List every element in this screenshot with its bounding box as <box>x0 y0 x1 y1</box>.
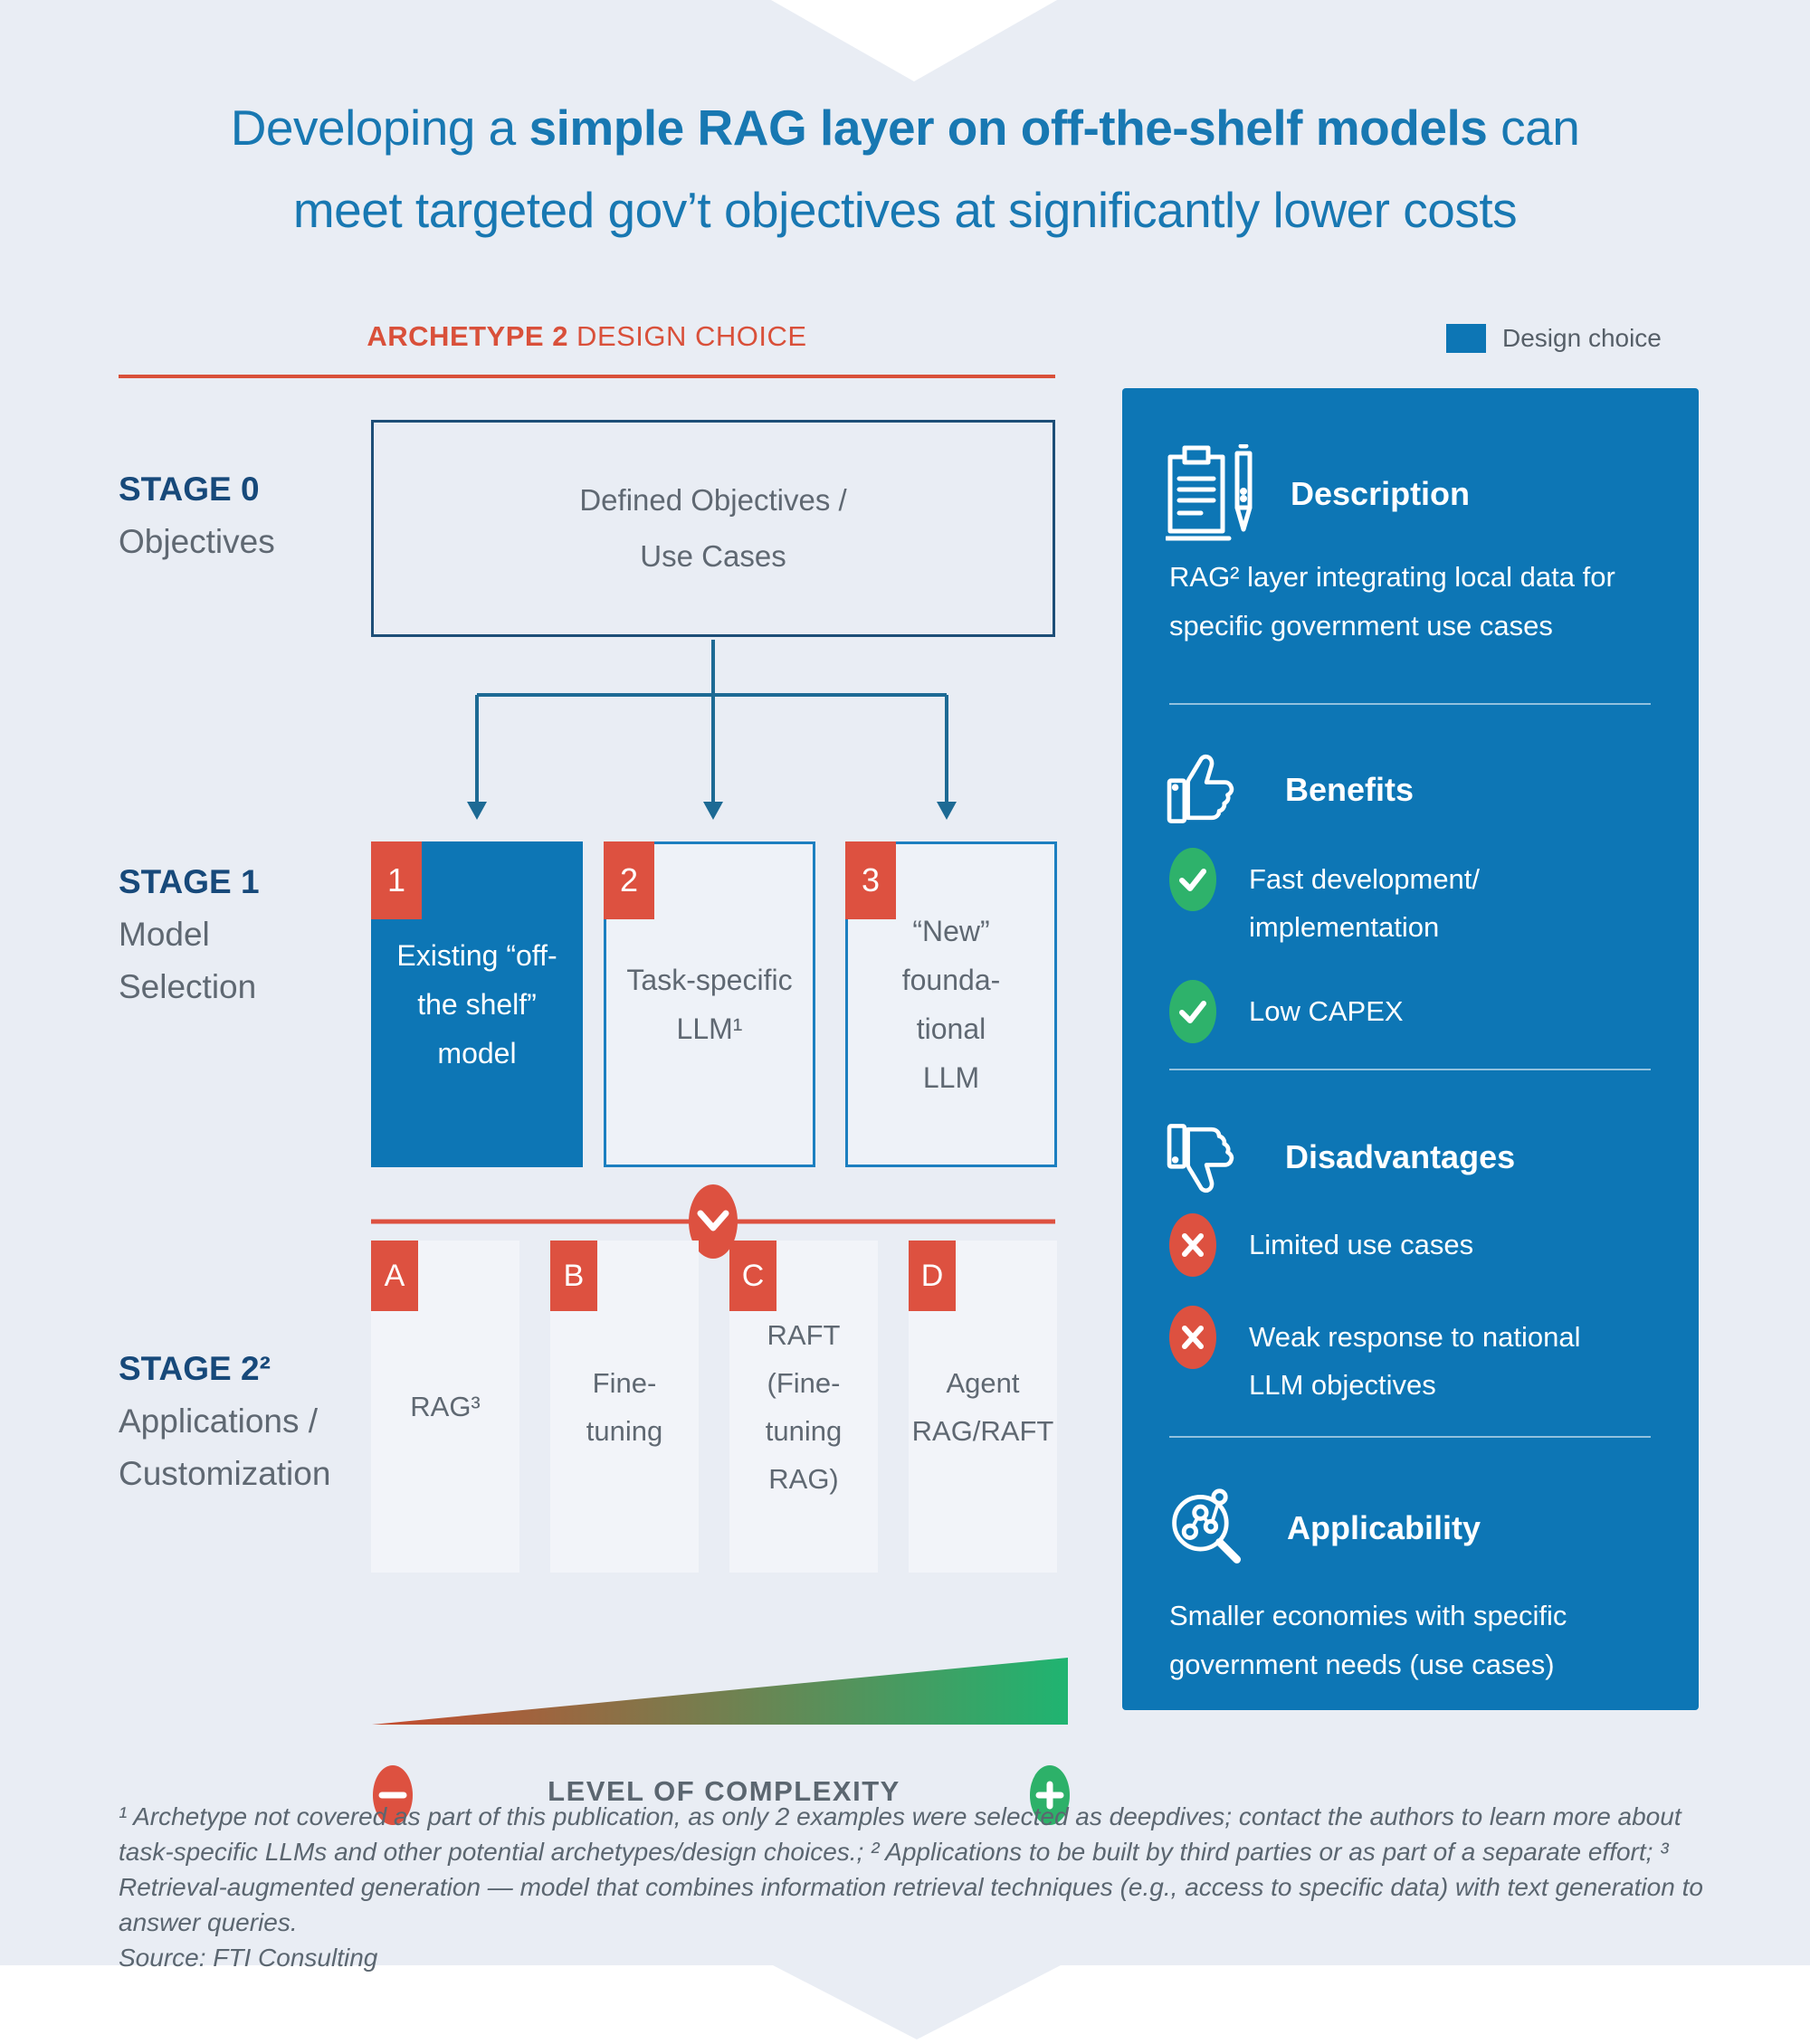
footnote-text: ¹ Archetype not covered as part of this … <box>119 1802 1703 1936</box>
thumbs-up-icon <box>1167 754 1234 823</box>
legend-label: Design choice <box>1502 324 1662 352</box>
bottom-arrow <box>773 1965 1061 2039</box>
stage2-option-a[interactable]: A RAG³ <box>371 1241 519 1573</box>
stage2-option-c[interactable]: C RAFT (Fine- tuning RAG) <box>729 1241 878 1573</box>
option-badge: 3 <box>845 841 896 919</box>
benefit-item: Fast development/ implementation <box>1169 848 1480 951</box>
complexity-label: LEVEL OF COMPLEXITY <box>548 1775 900 1807</box>
page-title: Developing a simple RAG layer on off-the… <box>0 87 1810 252</box>
footnote: ¹ Archetype not covered as part of this … <box>119 1799 1704 1975</box>
description-section-header: Description <box>1166 444 1470 544</box>
legend: Design choice <box>1446 324 1662 353</box>
benefits-items: Fast development/ implementation Low CAP… <box>1169 848 1480 1072</box>
disadvantages-items: Limited use cases Weak response to natio… <box>1169 1213 1581 1438</box>
stage0-label: STAGE 0 Objectives <box>119 471 275 560</box>
check-icon <box>1169 980 1216 1043</box>
arrowheads <box>467 802 957 820</box>
x-icon <box>1169 1306 1216 1369</box>
stage1-label: STAGE 1 Model Selection <box>119 863 260 1005</box>
title-line-2: meet targeted gov’t objectives at signif… <box>292 182 1518 238</box>
stage2-label: STAGE 2² Applications / Customization <box>119 1350 331 1492</box>
clipboard-pen-icon <box>1166 444 1253 541</box>
top-notch <box>771 0 1057 81</box>
option-badge: D <box>909 1241 956 1311</box>
title-line-1: Developing a simple RAG layer on off-the… <box>230 100 1580 156</box>
option-badge: B <box>550 1241 597 1311</box>
option-badge: 1 <box>371 841 422 919</box>
complexity-minus-icon <box>373 1765 413 1825</box>
stage2-option-d[interactable]: D Agent RAG/RAFT <box>909 1241 1057 1573</box>
check-icon <box>1169 848 1216 911</box>
panel-divider <box>1169 1069 1651 1070</box>
footnote-source: Source: FTI Consulting <box>119 1944 378 1972</box>
benefits-section-header: Benefits <box>1166 752 1414 828</box>
stage0-objectives-box: Defined Objectives / Use Cases <box>371 420 1055 637</box>
header-rule <box>119 375 1055 378</box>
option-badge: 2 <box>604 841 654 919</box>
stage2-option-b[interactable]: B Fine- tuning <box>550 1241 699 1573</box>
panel-divider <box>1169 703 1651 705</box>
archetype-header: ARCHETYPE 2 DESIGN CHOICE <box>367 320 807 352</box>
stage1-option-1-selected[interactable]: 1 Existing “off- the shelf” model <box>371 841 583 1167</box>
magnifier-network-icon <box>1172 1488 1242 1564</box>
option-badge: A <box>371 1241 418 1311</box>
x-icon <box>1169 1213 1216 1277</box>
disadvantage-item: Weak response to national LLM objectives <box>1169 1306 1581 1409</box>
applicability-body: Smaller economies with specific governme… <box>1169 1600 1567 1680</box>
description-body: RAG² layer integrating local data for sp… <box>1169 561 1615 642</box>
disadvantages-section-header: Disadvantages <box>1166 1119 1515 1195</box>
stage1-option-2[interactable]: 2 Task-specific LLM¹ <box>604 841 815 1167</box>
complexity-wedge <box>372 1658 1068 1725</box>
applicability-section-header: Applicability <box>1166 1485 1481 1572</box>
complexity-plus-icon <box>1030 1765 1070 1825</box>
design-choice-panel: Description RAG² layer integrating local… <box>1122 388 1699 1710</box>
connector-lines <box>475 640 948 803</box>
chevron-down-icon <box>689 1184 738 1259</box>
thumbs-down-icon <box>1167 1124 1234 1193</box>
option-badge: C <box>729 1241 776 1311</box>
benefit-item: Low CAPEX <box>1169 980 1480 1043</box>
disadvantage-item: Limited use cases <box>1169 1213 1581 1277</box>
stage1-option-3[interactable]: 3 “New” founda- tional LLM <box>845 841 1057 1167</box>
design-choice-swatch <box>1446 324 1486 353</box>
panel-divider <box>1169 1436 1651 1438</box>
